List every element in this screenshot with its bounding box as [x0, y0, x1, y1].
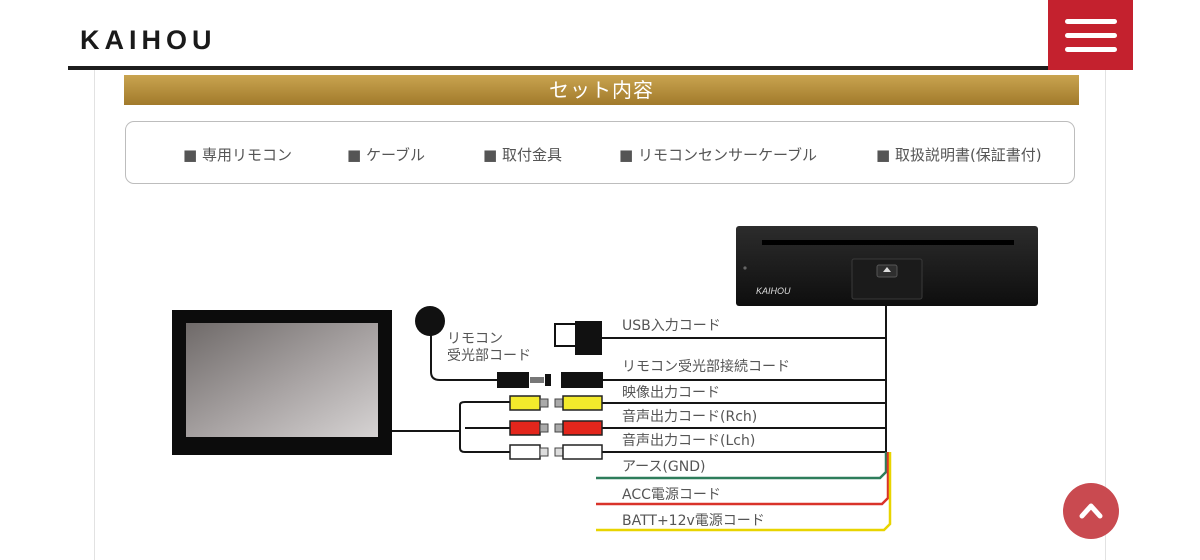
hamburger-menu-button[interactable]	[1048, 0, 1133, 70]
wire-label-audio-l: 音声出力コード(Lch)	[622, 432, 755, 449]
contents-item-bracket: ■ 取付金具	[483, 146, 562, 164]
chevron-up-icon	[1079, 503, 1103, 519]
contents-item-manual: ■ 取扱説明書(保証書付)	[876, 146, 1042, 164]
remote-sensor-label-line1: リモコン	[447, 331, 503, 347]
wire-label-acc: ACC電源コード	[622, 487, 721, 503]
wire-label-batt: BATT+12v電源コード	[622, 513, 765, 529]
remote-sensor-label-line2: 受光部コード	[447, 348, 531, 364]
hamburger-menu-icon	[1064, 18, 1117, 24]
batt-wire	[596, 452, 892, 532]
rca-plug-video	[509, 395, 603, 411]
wire-label-audio-r: 音声出力コード(Rch)	[622, 408, 757, 425]
device-brand-label: KAIHOU	[756, 286, 791, 296]
monitor-image	[172, 310, 392, 455]
wire-label-usb: USB入力コード	[622, 318, 721, 334]
wire-label-remote-connect: リモコン受光部接続コード	[622, 358, 790, 375]
contents-item-sensor-cable: ■ リモコンセンサーケーブル	[619, 146, 818, 164]
contents-item-remote: ■ 専用リモコン	[183, 146, 292, 164]
wire-label-video: 映像出力コード	[622, 385, 720, 401]
remote-sensor-connector	[497, 372, 603, 388]
site-logo[interactable]: KAIHOU	[80, 25, 217, 55]
hamburger-menu-icon-bar	[1064, 32, 1117, 38]
scroll-to-top-button[interactable]	[1063, 483, 1119, 539]
rca-plug-audio-l	[509, 444, 603, 460]
hamburger-menu-icon-bar	[1064, 46, 1117, 52]
section-title-bar: セット内容	[124, 75, 1079, 105]
rca-plug-audio-r	[509, 420, 603, 436]
usb-connector	[554, 321, 602, 355]
dvd-player-image: KAIHOU	[736, 226, 1038, 306]
set-contents-box: ■ 専用リモコン ■ ケーブル ■ 取付金具 ■ リモコンセンサーケーブル ■ …	[125, 121, 1075, 184]
header-divider	[68, 66, 1130, 70]
site-header: KAIHOU	[0, 0, 1200, 72]
ground-wire	[596, 452, 888, 480]
eject-icon	[883, 267, 891, 272]
acc-wire	[596, 452, 890, 506]
wire-label-ground: アース(GND)	[622, 459, 706, 475]
remote-sensor-image	[415, 306, 445, 336]
contents-item-cable: ■ ケーブル	[347, 146, 426, 164]
content-frame	[94, 70, 1106, 560]
